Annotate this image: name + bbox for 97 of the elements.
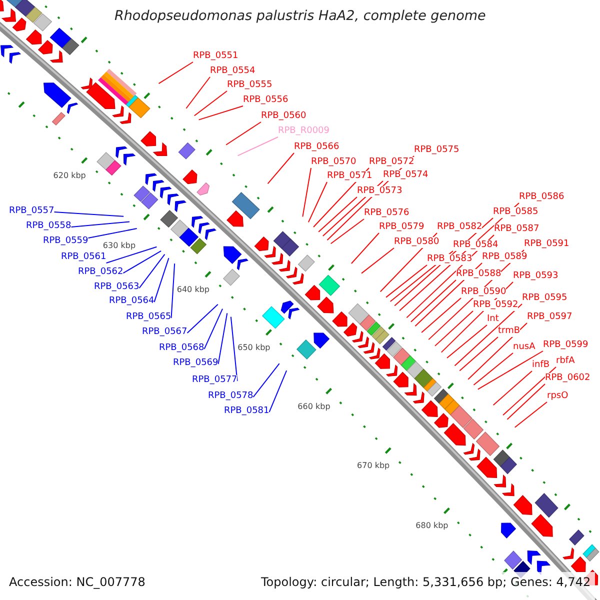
- gene-label: RPB_0568: [159, 343, 204, 354]
- gene-label: RPB_0556: [243, 95, 288, 106]
- leader-line: [434, 310, 474, 346]
- leader-line: [473, 352, 514, 386]
- leader-line: [122, 250, 162, 274]
- leader-line: [138, 254, 166, 289]
- gene-label: RPB_0573: [357, 186, 402, 197]
- leader-line: [506, 384, 546, 420]
- gene-label: RPB_0558: [26, 221, 72, 232]
- leader-line: [492, 370, 532, 406]
- gene-label: RPB_0574: [383, 170, 428, 181]
- gene-label: RPB_0597: [527, 312, 572, 323]
- gene-label: RPB_0580: [394, 237, 440, 248]
- gene-label: RPB_0572: [369, 157, 414, 168]
- gene-label: RPB_0591: [524, 239, 570, 250]
- gene-label: RPB_0569: [173, 358, 218, 369]
- leader-line: [361, 248, 394, 274]
- leader-line: [186, 304, 218, 334]
- leader-line: [198, 106, 244, 120]
- gene-label: RPB_0578: [208, 391, 254, 402]
- gene-label: RPB_0602: [545, 373, 590, 384]
- scale-label: 620 kbp: [52, 171, 87, 180]
- gene-label: RPB_0587: [494, 224, 540, 235]
- gene-label: RPB_0557: [9, 206, 54, 217]
- gene-label: RPB_0593: [513, 271, 558, 282]
- title: Rhodopseudomonas palustris HaA2, complete genome: [114, 8, 486, 25]
- leader-line: [218, 312, 228, 365]
- gene-label: RPB_0575: [414, 145, 460, 156]
- gene-label: RPB_0551: [193, 51, 238, 62]
- leader-line: [459, 336, 498, 372]
- leader-line: [204, 308, 224, 350]
- gene-label: RPB_0599: [543, 340, 588, 351]
- gene-label: RPB_0576: [364, 208, 410, 219]
- leader-line: [386, 264, 428, 298]
- gene-label: RPB_0570: [311, 157, 356, 168]
- gene-label: RPB_0588: [456, 269, 502, 280]
- leader-line: [54, 212, 124, 217]
- gene-label: RPB_0595: [522, 293, 568, 304]
- gene-label: rpsO: [547, 391, 568, 402]
- gene-label: RPB_0564: [109, 296, 154, 307]
- leader-line: [186, 76, 210, 109]
- gene-label: RPB_0582: [437, 222, 482, 233]
- leader-line: [410, 280, 456, 322]
- gene-label: RPB_0555: [227, 80, 272, 91]
- leader-line: [226, 122, 262, 146]
- leader-line: [421, 298, 462, 333]
- scale-label: 670 kbp: [356, 461, 391, 470]
- gene-label: RPB_0585: [493, 207, 538, 218]
- gene-label: RPB_0579: [379, 222, 424, 233]
- gene-label: RPB_0590: [461, 287, 506, 298]
- leader-line: [154, 258, 170, 303]
- gene-label: Int: [487, 314, 499, 325]
- gene-label: RPB_0583: [427, 254, 472, 265]
- leader-line: [446, 324, 488, 358]
- gene-label: RPB_0560: [261, 111, 306, 122]
- leader-line: [194, 90, 228, 116]
- leader-line: [318, 196, 358, 232]
- scale-label: 680 kbp: [414, 521, 450, 530]
- leader-line: [70, 221, 130, 228]
- leader-line: [308, 182, 328, 223]
- gene-label: RPB_0554: [210, 66, 256, 77]
- gene-label: RPB_0566: [294, 142, 340, 153]
- gene-label: RPB_0586: [519, 192, 564, 203]
- leader-line: [252, 363, 280, 398]
- leader-line: [477, 350, 544, 390]
- scale-label: 650 kbp: [236, 342, 272, 352]
- gene-label: RPB_0581: [224, 406, 270, 417]
- leader-line: [88, 228, 138, 238]
- gene-label: RPB_R0009: [278, 126, 330, 137]
- gene-label: RPB_0559: [43, 236, 88, 247]
- leader-line: [330, 218, 364, 244]
- leader-line: [514, 402, 548, 428]
- leader-line: [267, 152, 294, 184]
- leader-line: [268, 370, 288, 413]
- scale-label: 660 kbp: [296, 402, 332, 411]
- gene-label: RPB_0562: [78, 267, 124, 278]
- gene-label: RPB_0584: [453, 240, 498, 251]
- leader-line: [302, 168, 312, 218]
- gene-label: RPB_0589: [482, 252, 528, 263]
- accession-text: Accession: NC_007778: [9, 575, 146, 590]
- gene-label: RPB_0565: [126, 312, 172, 323]
- leader-line: [350, 232, 380, 264]
- gene-label: RPB_0571: [327, 171, 372, 182]
- gene-label: RPB_0592: [473, 300, 518, 311]
- gene-label: RPB_0563: [94, 282, 140, 293]
- leader-line: [454, 304, 522, 366]
- leader-line: [468, 322, 528, 380]
- gene-label: RPB_0561: [61, 252, 106, 263]
- scale-label: 640 kbp: [176, 284, 210, 294]
- leader-line: [158, 62, 194, 84]
- leader-line: [502, 366, 556, 416]
- gene-label: RPB_0567: [142, 327, 188, 338]
- leader-line: [237, 136, 278, 156]
- gene-label: trmB: [498, 326, 520, 337]
- scale-label: 630 kbp: [102, 240, 137, 250]
- leader-line: [106, 246, 158, 264]
- gene-label: RPB_0577: [192, 375, 238, 386]
